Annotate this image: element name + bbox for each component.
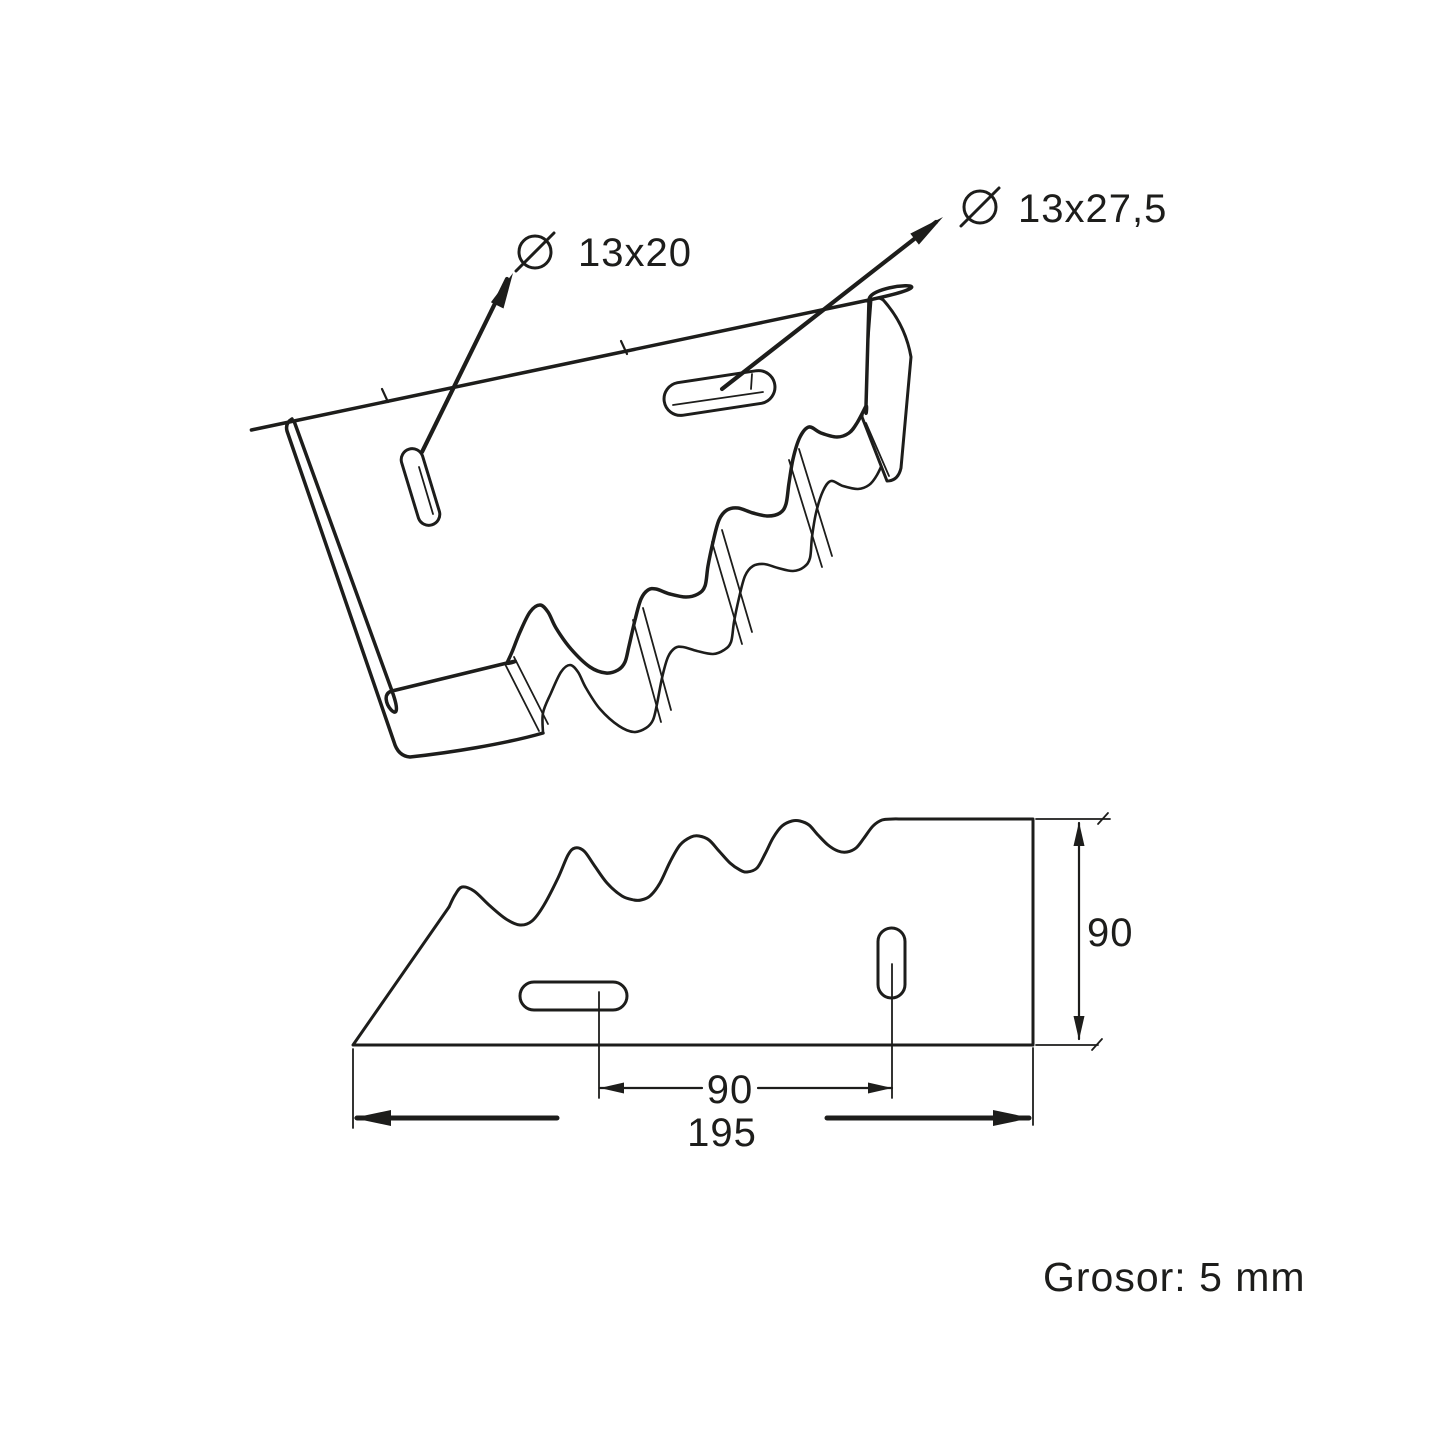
iso-back-serrated-edge	[541, 454, 888, 735]
hole-label-small: 13x20	[514, 231, 692, 275]
arrow-up-icon	[1073, 822, 1085, 846]
dim-hole-spacing-label: 90	[707, 1068, 754, 1112]
profile-outline	[351, 817, 1035, 1047]
profile-slot-horizontal	[518, 980, 629, 1012]
dim-hole-spacing: 90	[598, 963, 894, 1112]
dim-height-label: 90	[1087, 911, 1134, 955]
thickness-note: Grosor: 5 mm	[1043, 1254, 1306, 1300]
hole-label-small-text: 13x20	[578, 231, 692, 275]
dim-height: 90	[1035, 812, 1134, 1051]
arrow-left-icon	[353, 1110, 391, 1126]
leader-line	[719, 219, 939, 392]
arrow-right-icon	[868, 1082, 892, 1094]
arrowhead-icon	[490, 273, 513, 309]
profile-view: 90 90 195	[351, 812, 1134, 1155]
extension-end-tick	[1091, 1038, 1103, 1051]
iso-outer-edge	[284, 417, 545, 759]
iso-slot-large	[662, 369, 777, 417]
dim-overall-length-label: 195	[687, 1111, 757, 1155]
iso-view: 13x20 13x27,5	[249, 186, 1167, 759]
hole-label-large: 13x27,5	[959, 186, 1167, 231]
iso-front-face	[249, 284, 914, 714]
dim-overall-length: 195	[352, 1047, 1034, 1155]
hole-label-large-text: 13x27,5	[1018, 187, 1167, 231]
diameter-icon	[514, 231, 556, 273]
arrowhead-icon	[910, 217, 943, 245]
extension-end-tick	[1097, 812, 1109, 825]
iso-slot-small	[399, 447, 442, 527]
arrow-down-icon	[1073, 1016, 1085, 1040]
arrow-right-icon	[993, 1110, 1031, 1126]
leader-arrow-large-slot	[719, 217, 943, 392]
iso-notch-cut-faces	[504, 422, 890, 732]
leader-line	[419, 276, 510, 455]
arrow-left-icon	[600, 1082, 624, 1094]
profile-slot-vertical	[876, 926, 907, 1000]
edge-tick-marks	[380, 339, 629, 404]
leader-arrow-small-slot	[419, 273, 513, 455]
profile-serrated-edge	[447, 817, 902, 927]
diameter-icon	[959, 186, 1001, 228]
